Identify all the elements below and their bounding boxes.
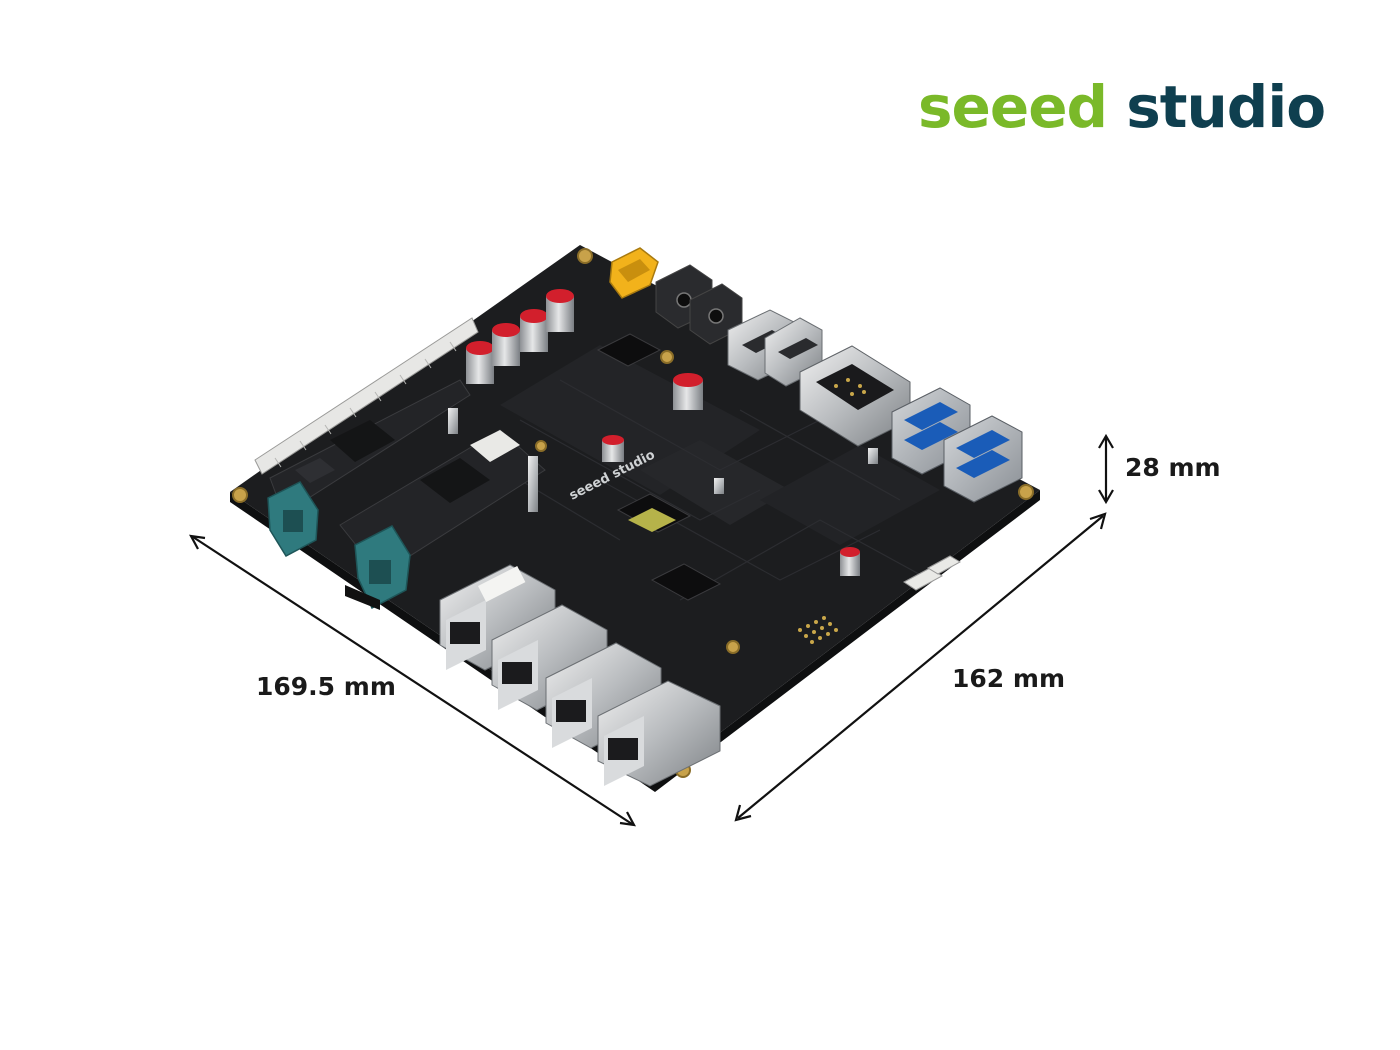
- power-connector: [609, 247, 659, 299]
- usb-ports: [891, 387, 1023, 503]
- jst-connectors: [903, 555, 962, 591]
- gpio-header-strip: [254, 317, 479, 475]
- seeed-studio-logo: seeed studio: [918, 78, 1326, 136]
- rj45-port-4: [597, 680, 721, 787]
- fakra-connector-1: [267, 481, 319, 557]
- length-arrow: [192, 536, 633, 825]
- m2-slots: [596, 333, 722, 601]
- length-dimension-label: 169.5 mm: [256, 672, 396, 701]
- serial-db9-connector: [799, 345, 911, 447]
- fakra-connector-2: [354, 525, 411, 610]
- pin-header: [798, 616, 838, 644]
- dimension-arrows: [188, 433, 1114, 827]
- mounting-holes: [232, 248, 1034, 778]
- standoffs: [448, 408, 878, 512]
- ethernet-ports: [439, 564, 721, 787]
- capacitors: [466, 289, 860, 576]
- expansion-module-1: [269, 379, 471, 511]
- width-arrow: [737, 515, 1104, 819]
- width-dimension-label: 162 mm: [952, 664, 1065, 693]
- height-dimension-label: 28 mm: [1125, 453, 1221, 482]
- logo-seeed-text: seeed: [918, 73, 1108, 141]
- logo-studio-text: studio: [1126, 73, 1326, 141]
